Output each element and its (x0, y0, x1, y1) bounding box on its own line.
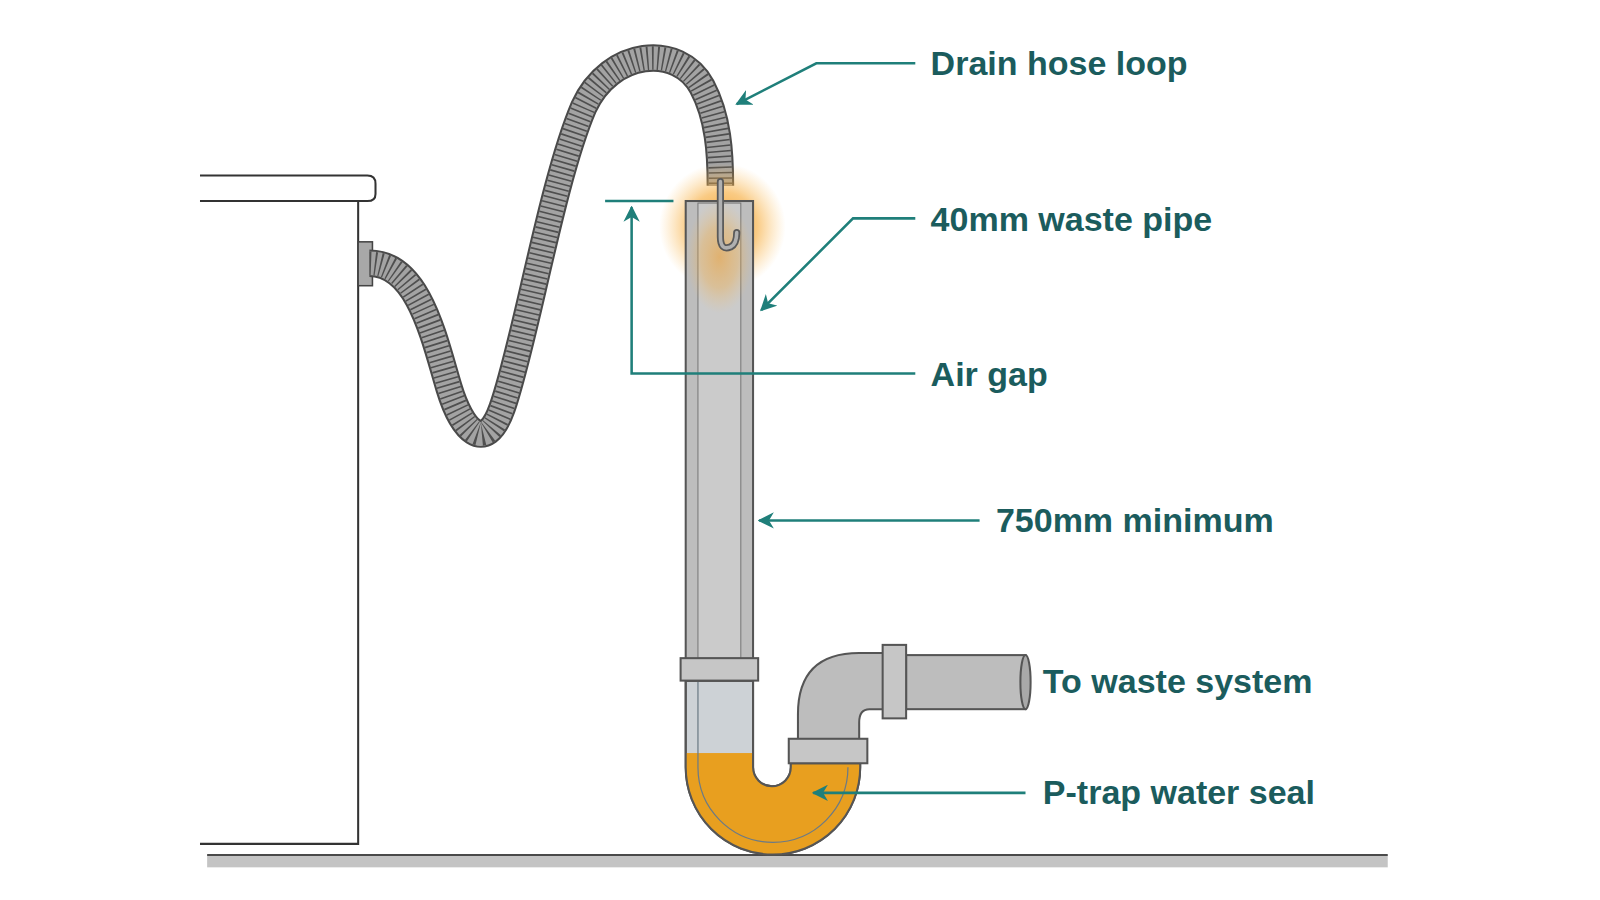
callout-label: Drain hose loop (931, 45, 1188, 82)
callout-label: 40mm waste pipe (931, 201, 1213, 238)
pipe-collar (883, 645, 906, 718)
waste-pipe (686, 201, 753, 660)
callout-label: To waste system (1043, 663, 1313, 700)
floor (207, 855, 1388, 867)
callout-label: 750mm minimum (996, 502, 1274, 539)
leader-line (759, 519, 979, 522)
leader-line (737, 63, 916, 104)
machine-lid (200, 176, 376, 202)
washing-machine (200, 201, 358, 844)
leader-lines (605, 63, 1025, 793)
pipe-collar (681, 658, 759, 680)
trap-collar (789, 739, 868, 763)
callout-label: Air gap (931, 356, 1048, 393)
trap-elbow (798, 653, 886, 741)
hose-hook (720, 182, 736, 248)
hose-hook (720, 182, 736, 248)
water-seal (673, 753, 877, 865)
outlet-pipe (906, 655, 1025, 709)
pipe-end (1020, 655, 1030, 709)
leader-line (632, 207, 916, 373)
leader-line (813, 792, 1025, 795)
leader-line (761, 218, 915, 310)
dimension-line (605, 200, 673, 203)
floor-line (207, 854, 1388, 856)
callout-label: P-trap water seal (1043, 774, 1315, 811)
